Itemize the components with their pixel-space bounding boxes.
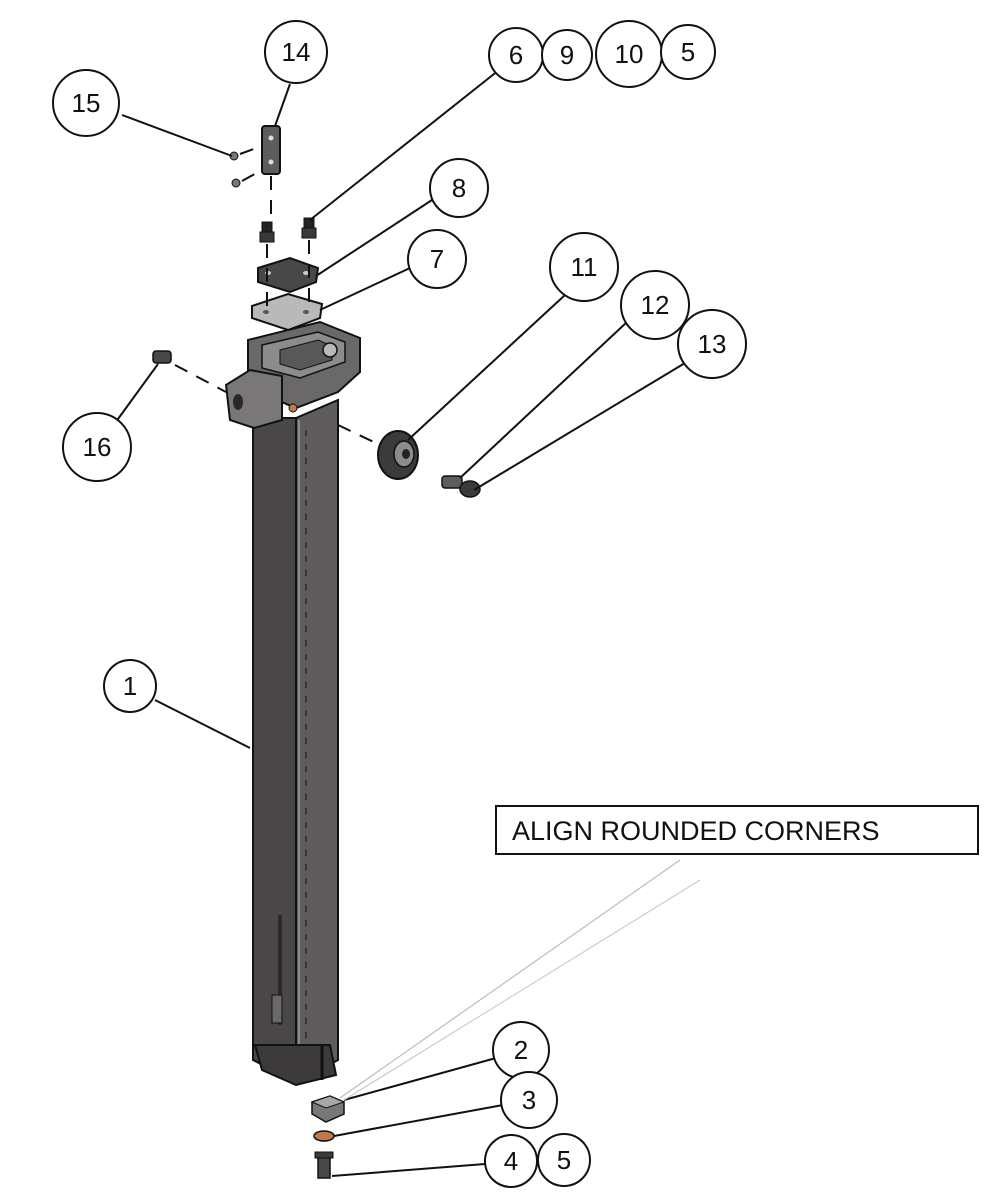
- callout-2-label: 2: [514, 1035, 528, 1065]
- top-fastener-left: [259, 221, 275, 243]
- post-top-inner: [279, 339, 333, 371]
- callout-1-label: 1: [123, 671, 137, 701]
- post-bracket-pin: [288, 403, 298, 413]
- callout-2: 2: [492, 1021, 550, 1079]
- callout-7: 7: [407, 229, 467, 289]
- callout-13: 13: [677, 309, 747, 379]
- note-pointer-2: [343, 879, 701, 1101]
- callout-8-label: 8: [452, 173, 466, 203]
- part-4-bolt: [314, 1151, 334, 1179]
- callout-3: 3: [500, 1071, 558, 1129]
- post-bottom-foot: [253, 1044, 338, 1087]
- part-14-hole-top: [268, 135, 274, 141]
- callout-12: 12: [620, 270, 690, 340]
- part-3-washer: [313, 1130, 335, 1142]
- dash-line-16: [174, 364, 227, 393]
- leader-13: [473, 359, 691, 491]
- callout-8: 8: [429, 158, 489, 218]
- part-2-block: [310, 1095, 346, 1123]
- leader-1: [154, 699, 251, 749]
- part-11-wheel: [377, 430, 419, 480]
- callout-6-label: 6: [509, 40, 523, 70]
- post-assembly: [224, 320, 361, 1087]
- post-side-bracket: [224, 368, 283, 430]
- callout-10: 10: [595, 20, 663, 88]
- note-pointer-1: [339, 859, 681, 1099]
- callout-5-bottom: 5: [537, 1133, 591, 1187]
- leader-6: [309, 69, 500, 221]
- part-7-hole-right: [303, 310, 309, 314]
- part-8-plate: [257, 256, 320, 294]
- post-bracket-hole: [233, 394, 243, 410]
- callout-14-label: 14: [282, 37, 311, 67]
- part-7-hole-left: [263, 310, 269, 314]
- part-14-bar: [261, 125, 281, 175]
- leader-8: [315, 199, 433, 277]
- leader-7: [319, 267, 411, 311]
- leader-2: [343, 1057, 497, 1101]
- callout-11-label: 11: [571, 252, 598, 282]
- leader-12: [459, 321, 628, 479]
- part-16-set-screw: [152, 350, 172, 364]
- callout-14: 14: [264, 20, 328, 84]
- post-slot: [278, 915, 282, 1025]
- post-slot-tab: [271, 994, 283, 1024]
- callout-7-label: 7: [430, 244, 444, 274]
- leader-4: [331, 1163, 486, 1177]
- note-align-rounded-corners: ALIGN ROUNDED CORNERS: [495, 805, 979, 855]
- callout-5-top-label: 5: [681, 37, 695, 67]
- part-12-13-bolt: [441, 475, 481, 498]
- callout-12-label: 12: [641, 290, 670, 320]
- callout-15-label: 15: [72, 88, 101, 118]
- part-14-hole-bottom: [268, 159, 274, 165]
- callout-5-top: 5: [660, 24, 716, 80]
- post-front-face: [252, 417, 297, 1084]
- callout-4: 4: [484, 1134, 538, 1188]
- dash-line-15b: [241, 169, 263, 182]
- part-7-plate: [251, 292, 324, 332]
- callout-16: 16: [62, 412, 132, 482]
- callout-1: 1: [103, 659, 157, 713]
- callout-11: 11: [549, 232, 619, 302]
- dash-line-wheel: [337, 424, 381, 446]
- callout-13-label: 13: [698, 329, 727, 359]
- leader-11: [407, 294, 566, 441]
- callout-9: 9: [541, 29, 593, 81]
- top-fastener-right: [301, 217, 317, 239]
- callout-10-label: 10: [615, 39, 644, 69]
- callout-9-label: 9: [560, 40, 574, 70]
- note-text: ALIGN ROUNDED CORNERS: [512, 816, 880, 846]
- callout-5-bottom-label: 5: [557, 1145, 571, 1175]
- dash-line-15: [239, 145, 263, 155]
- post-top-boss: [322, 342, 338, 358]
- callout-4-label: 4: [504, 1146, 518, 1176]
- leader-14: [274, 83, 291, 127]
- leader-15: [121, 114, 233, 157]
- callout-3-label: 3: [522, 1085, 536, 1115]
- callout-6: 6: [488, 27, 544, 83]
- leader-3: [333, 1104, 504, 1137]
- callout-15: 15: [52, 69, 120, 137]
- post-side-face: [295, 398, 339, 1084]
- part-8-hole-right: [303, 271, 309, 275]
- part-15-screw-bottom: [231, 178, 241, 188]
- callout-16-label: 16: [83, 432, 112, 462]
